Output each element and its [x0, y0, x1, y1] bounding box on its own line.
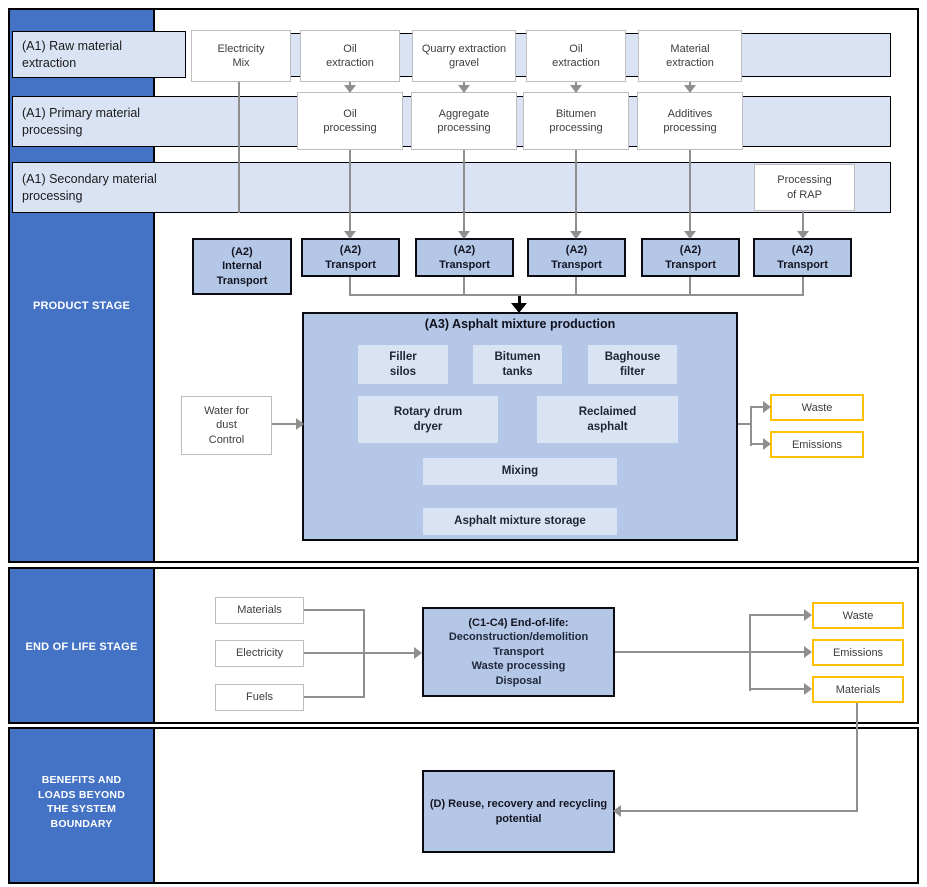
- arrowhead: [804, 683, 812, 695]
- box-baghouse-filter: Baghouse filter: [588, 345, 677, 384]
- arrowhead: [684, 85, 696, 93]
- connector-line: [463, 150, 465, 231]
- box-oil-extraction-2: Oil extraction: [526, 30, 626, 82]
- box-eol-emissions-output: Emissions: [812, 639, 904, 666]
- box-transport-4: (A2) Transport: [641, 238, 740, 277]
- connector-line: [802, 277, 804, 296]
- connector-line: [749, 614, 805, 616]
- connector-electricity-feed: [238, 82, 240, 213]
- connector-line: [349, 277, 351, 296]
- box-electricity-mix: Electricity Mix: [191, 30, 291, 82]
- benefits-label: BENEFITS AND LOADS BEYOND THE SYSTEM BOU…: [38, 774, 125, 831]
- box-d-reuse-recovery-recycling: (D) Reuse, recovery and recycling potent…: [422, 770, 615, 853]
- connector-line: [575, 82, 577, 86]
- connector-line: [304, 652, 416, 654]
- connector-line: [463, 82, 465, 86]
- arrowhead: [458, 85, 470, 93]
- connector-line: [738, 423, 752, 425]
- box-transport-3: (A2) Transport: [527, 238, 626, 277]
- benefits-sidebar: [8, 727, 155, 884]
- connector-line: [615, 651, 752, 653]
- box-water-for-dust-control: Water for dust Control: [181, 396, 272, 455]
- box-quarry-extraction-gravel: Quarry extraction gravel: [412, 30, 516, 82]
- arrowhead-to-d-box: [613, 805, 621, 817]
- arrowhead: [458, 231, 470, 239]
- connector-line: [802, 211, 804, 231]
- band-raw-material-extraction: (A1) Raw material extraction: [12, 31, 186, 78]
- box-processing-of-rap: Processing of RAP: [754, 164, 855, 211]
- arrowhead: [570, 85, 582, 93]
- product-stage-label: PRODUCT STAGE: [32, 300, 131, 312]
- connector-materials-to-d: [856, 703, 858, 811]
- connector-line: [749, 688, 805, 690]
- box-eol-materials-output: Materials: [812, 676, 904, 703]
- end-of-life-label: END OF LIFE STAGE: [25, 641, 138, 653]
- c-box-processes: Deconstruction/demolition Transport Wast…: [448, 631, 589, 687]
- connector-line: [575, 150, 577, 231]
- connector-line: [689, 277, 691, 296]
- arrowhead: [804, 609, 812, 621]
- arrowhead-to-a3: [511, 303, 527, 313]
- connector-line: [349, 82, 351, 86]
- box-filler-silos: Filler silos: [358, 345, 448, 384]
- box-internal-transport: (A2) Internal Transport: [192, 238, 292, 295]
- band-secondary-material-processing: (A1) Secondary material processing: [12, 162, 891, 213]
- box-bitumen-processing: Bitumen processing: [523, 92, 629, 150]
- box-eol-fuels-input: Fuels: [215, 684, 304, 711]
- arrowhead: [344, 231, 356, 239]
- box-oil-processing: Oil processing: [297, 92, 403, 150]
- connector-line: [349, 150, 351, 231]
- box-asphalt-mixture-storage: Asphalt mixture storage: [423, 508, 617, 535]
- connector-materials-to-d: [621, 810, 858, 812]
- box-transport-1: (A2) Transport: [301, 238, 400, 277]
- box-additives-processing: Additives processing: [637, 92, 743, 150]
- box-aggregate-processing: Aggregate processing: [411, 92, 517, 150]
- box-eol-materials-input: Materials: [215, 597, 304, 624]
- box-product-waste: Waste: [770, 394, 864, 421]
- box-transport-2: (A2) Transport: [415, 238, 514, 277]
- connector-line-to-a3: [518, 296, 521, 303]
- connector-line: [750, 406, 764, 408]
- box-eol-electricity-input: Electricity: [215, 640, 304, 667]
- box-material-extraction: Material extraction: [638, 30, 742, 82]
- box-reclaimed-asphalt: Reclaimed asphalt: [537, 396, 678, 443]
- arrowhead: [797, 231, 809, 239]
- connector-line: [304, 696, 365, 698]
- box-eol-waste-output: Waste: [812, 602, 904, 629]
- box-bitumen-tanks: Bitumen tanks: [473, 345, 562, 384]
- connector-line: [750, 443, 764, 445]
- product-stage-sidebar: [8, 8, 155, 563]
- end-of-life-sidebar: [8, 567, 155, 724]
- connector-collector-line: [349, 294, 804, 296]
- arrowhead: [763, 438, 771, 450]
- connector-line: [304, 609, 365, 611]
- box-rotary-drum-dryer: Rotary drum dryer: [358, 396, 498, 443]
- connector-line: [575, 277, 577, 296]
- arrowhead: [570, 231, 582, 239]
- c-box-title: (C1-C4) End-of-life:: [468, 616, 569, 629]
- arrowhead: [804, 646, 812, 658]
- arrowhead-to-c-box: [414, 647, 422, 659]
- connector-line: [749, 651, 805, 653]
- a3-title: (A3) Asphalt mixture production: [424, 317, 616, 331]
- connector-line: [689, 150, 691, 231]
- connector-line: [750, 406, 752, 446]
- box-mixing: Mixing: [423, 458, 617, 485]
- box-oil-extraction-1: Oil extraction: [300, 30, 400, 82]
- arrowhead: [296, 418, 304, 430]
- box-product-emissions: Emissions: [770, 431, 864, 458]
- arrowhead: [344, 85, 356, 93]
- connector-line: [689, 82, 691, 86]
- arrowhead: [763, 401, 771, 413]
- connector-water-line: [272, 423, 297, 425]
- box-transport-5: (A2) Transport: [753, 238, 852, 277]
- connector-line: [463, 277, 465, 296]
- arrowhead: [684, 231, 696, 239]
- box-c1-c4-end-of-life: (C1-C4) End-of-life: Deconstruction/demo…: [422, 607, 615, 697]
